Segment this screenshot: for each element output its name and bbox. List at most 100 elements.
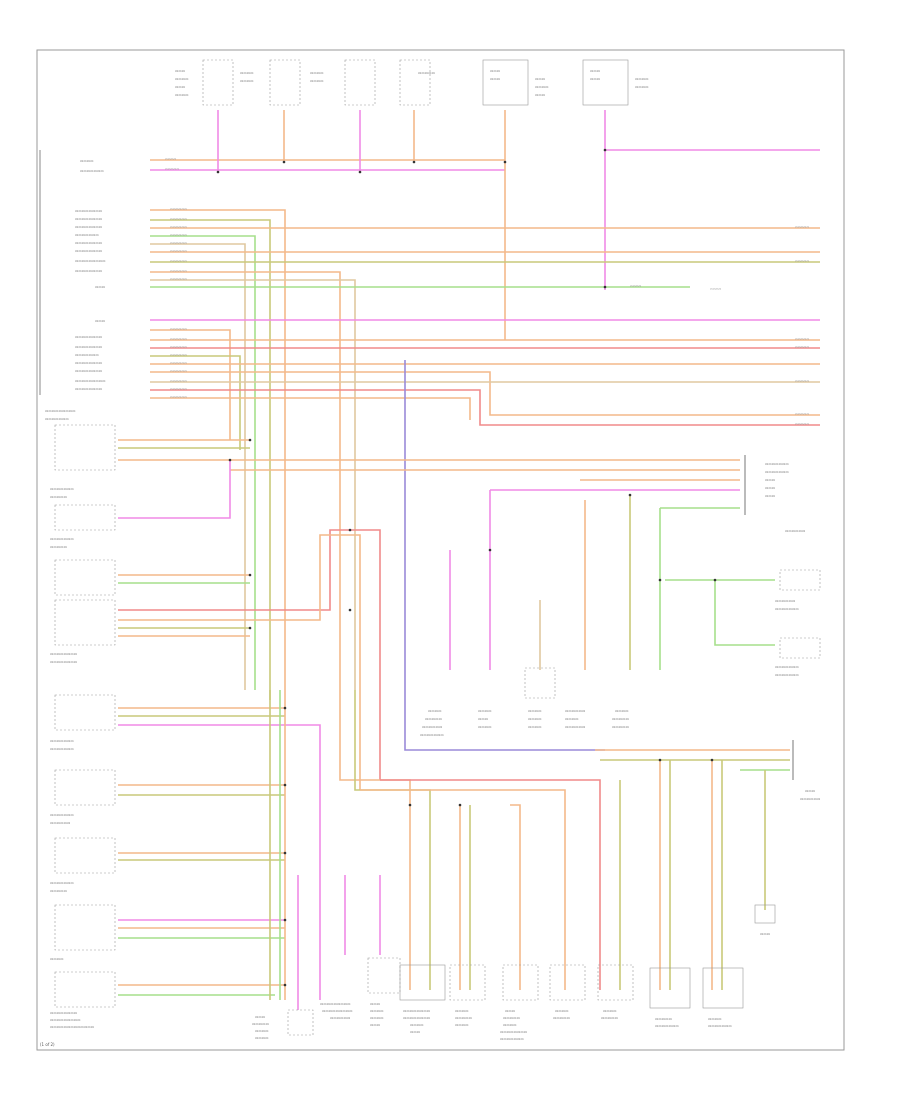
svg-text:▭▭▭▭▭▭▭: ▭▭▭▭▭▭▭ [50,537,74,541]
svg-text:▭▭▭▭: ▭▭▭▭ [630,284,642,288]
svg-text:▭▭▭: ▭▭▭ [95,285,105,289]
svg-text:▭▭▭: ▭▭▭ [765,478,775,482]
svg-text:▭▭▭: ▭▭▭ [505,1009,515,1013]
svg-text:▭▭▭▭▭▭▭▭: ▭▭▭▭▭▭▭▭ [403,1009,430,1013]
svg-text:▭▭▭▭▭▭: ▭▭▭▭▭▭ [170,369,187,373]
top-component-4: ▭▭▭▭▭ [399,59,435,106]
wire-purple-vertical [404,360,605,751]
top-component-3: ▭▭▭▭▭▭▭▭ [310,59,376,106]
svg-text:▭▭▭▭▭: ▭▭▭▭▭ [795,259,809,263]
svg-text:▭▭▭: ▭▭▭ [175,85,185,89]
svg-text:▭▭▭▭▭▭▭▭: ▭▭▭▭▭▭▭▭ [75,225,102,229]
svg-text:▭▭▭▭▭▭: ▭▭▭▭▭▭ [775,599,795,603]
svg-text:▭▭▭: ▭▭▭ [370,1002,380,1006]
wire-lm5-c [118,724,321,1000]
right-lower-connector: ▭▭▭▭▭▭▭▭▭ [792,740,820,801]
svg-text:▭▭▭▭: ▭▭▭▭ [635,85,649,89]
left-modules: ▭▭▭▭▭▭▭▭▭▭▭▭▭▭▭▭ ▭▭▭▭▭▭▭▭▭▭▭▭ ▭▭▭▭▭▭▭▭▭▭… [45,409,116,1029]
splice-nodes [216,148,717,987]
wire-block1-5 [150,243,246,690]
svg-text:▭▭▭: ▭▭▭ [410,1030,420,1034]
svg-text:▭▭▭: ▭▭▭ [760,932,770,936]
svg-text:▭▭▭▭▭: ▭▭▭▭▭ [795,345,809,349]
page-label: (1 of 2) [40,1042,55,1047]
svg-text:▭▭▭▭▭▭▭: ▭▭▭▭▭▭▭ [50,487,74,491]
svg-text:▭▭▭▭: ▭▭▭▭ [165,157,177,161]
svg-text:▭▭▭▭: ▭▭▭▭ [240,71,254,75]
svg-text:▭▭▭▭▭▭: ▭▭▭▭▭▭ [170,259,187,263]
svg-text:▭▭▭▭▭: ▭▭▭▭▭ [425,717,442,721]
svg-text:▭▭▭▭▭▭▭▭: ▭▭▭▭▭▭▭▭ [75,209,102,213]
wire-right-green [659,507,740,670]
svg-text:▭▭▭▭▭: ▭▭▭▭▭ [50,545,67,549]
wire-right-pink [489,489,740,670]
svg-text:▭▭▭▭▭▭▭▭: ▭▭▭▭▭▭▭▭ [75,217,102,221]
svg-text:▭▭▭▭▭▭▭▭▭: ▭▭▭▭▭▭▭▭▭ [75,259,106,263]
svg-text:▭▭▭▭▭▭▭: ▭▭▭▭▭▭▭ [708,1024,732,1028]
right-ground-element: ▭▭▭ [754,904,776,936]
bottom-component-3: ▭▭▭▭▭▭▭ ▭▭▭▭▭▭▭ [367,957,401,1027]
right-modules: ▭▭▭▭▭▭▭ ▭▭▭▭▭▭▭ ▭▭▭ ▭▭▭ ▭▭▭ ▭▭▭▭▭▭ ▭▭▭▭▭… [744,455,821,936]
svg-text:▭▭▭▭: ▭▭▭▭ [503,1023,517,1027]
svg-text:▭▭▭▭▭▭▭: ▭▭▭▭▭▭▭ [50,881,74,885]
svg-text:▭▭▭▭▭▭▭: ▭▭▭▭▭▭▭ [50,747,74,751]
svg-text:▭▭▭▭▭: ▭▭▭▭▭ [795,379,809,383]
svg-text:▭▭▭▭▭▭: ▭▭▭▭▭▭ [422,725,442,729]
svg-text:▭▭▭▭▭▭▭▭▭: ▭▭▭▭▭▭▭▭▭ [320,1002,351,1006]
bottom-component-1: ▭▭▭▭▭▭▭▭ ▭▭▭▭▭▭▭▭ [252,1009,314,1040]
svg-text:▭▭▭▭: ▭▭▭▭ [603,1009,617,1013]
top-component-6: ▭▭▭▭▭▭ ▭▭▭▭▭▭▭▭ [582,59,649,106]
left-module-1: ▭▭▭▭▭▭▭▭▭▭▭▭▭▭▭▭ [45,409,116,471]
wire-mid-7 [510,804,521,990]
svg-text:▭▭▭▭▭▭: ▭▭▭▭▭▭ [170,207,187,211]
svg-text:▭▭▭▭: ▭▭▭▭ [710,287,722,291]
svg-text:▭▭▭▭▭▭▭: ▭▭▭▭▭▭▭ [655,1024,679,1028]
svg-text:▭▭▭▭: ▭▭▭▭ [478,725,492,729]
svg-text:▭▭▭▭▭▭▭▭▭: ▭▭▭▭▭▭▭▭▭ [75,379,106,383]
wire-block2-4 [150,355,241,450]
bottom-component-2: ▭▭▭▭▭▭▭▭▭ ▭▭▭▭▭▭▭▭▭ ▭▭▭▭▭▭ [320,1002,353,1020]
svg-text:▭▭▭▭▭▭: ▭▭▭▭▭▭ [170,337,187,341]
top-component-2: ▭▭▭▭▭▭▭▭ [240,59,301,106]
svg-text:▭▭▭▭▭: ▭▭▭▭▭ [795,412,809,416]
wire-block1-8 [150,271,341,690]
svg-text:▭▭▭▭▭: ▭▭▭▭▭ [795,422,809,426]
svg-text:▭▭▭▭: ▭▭▭▭ [708,1017,722,1021]
wire-lm2-pink [118,460,231,519]
svg-text:▭▭▭▭▭▭: ▭▭▭▭▭▭ [170,395,187,399]
top-components: ▭▭▭▭▭▭▭ ▭▭▭▭▭▭▭ ▭▭▭▭▭▭▭▭ ▭▭▭▭▭▭▭▭ ▭▭▭▭▭ … [175,59,649,106]
svg-text:▭▭▭▭▭▭▭: ▭▭▭▭▭▭▭ [775,673,799,677]
wire-segment-labels: ▭▭▭▭ ▭▭▭▭▭ ▭▭▭▭▭▭ ▭▭▭▭▭▭ ▭▭▭▭▭▭ ▭▭▭▭▭▭ ▭… [165,157,809,426]
svg-text:▭▭▭▭: ▭▭▭▭ [635,77,649,81]
svg-text:▭▭▭▭: ▭▭▭▭ [50,957,64,961]
svg-text:▭▭▭▭▭▭: ▭▭▭▭▭▭ [565,725,585,729]
svg-text:▭▭▭▭▭▭▭: ▭▭▭▭▭▭▭ [420,733,444,737]
top-component-5: ▭▭▭▭▭▭ ▭▭▭▭▭▭▭ ▭▭▭ [482,59,549,106]
svg-text:▭▭▭▭▭▭▭▭: ▭▭▭▭▭▭▭▭ [75,269,102,273]
svg-text:▭▭▭▭▭▭: ▭▭▭▭▭▭ [170,327,187,331]
top-component-1: ▭▭▭▭▭▭▭ ▭▭▭▭▭▭▭ [175,59,234,106]
svg-text:▭▭▭▭▭▭▭: ▭▭▭▭▭▭▭ [50,813,74,817]
svg-text:▭▭▭▭: ▭▭▭▭ [370,1016,384,1020]
svg-text:▭▭▭▭▭▭: ▭▭▭▭▭▭ [170,361,187,365]
svg-text:▭▭▭▭▭▭▭▭: ▭▭▭▭▭▭▭▭ [75,345,102,349]
svg-text:▭▭▭▭▭▭▭▭: ▭▭▭▭▭▭▭▭ [50,1011,77,1015]
svg-text:▭▭▭▭: ▭▭▭▭ [528,725,542,729]
bottom-component-8: ▭▭▭▭▭▭▭▭▭ [597,964,634,1020]
svg-text:▭▭▭▭▭▭▭▭▭: ▭▭▭▭▭▭▭▭▭ [322,1009,353,1013]
svg-text:▭▭▭▭▭▭: ▭▭▭▭▭▭ [170,379,187,383]
svg-text:▭▭▭▭▭▭▭: ▭▭▭▭▭▭▭ [45,417,69,421]
svg-text:▭▭▭▭▭▭▭: ▭▭▭▭▭▭▭ [50,739,74,743]
wire-block2-9 [150,397,471,420]
svg-text:▭▭▭▭: ▭▭▭▭ [175,77,189,81]
svg-text:▭▭▭▭▭▭▭: ▭▭▭▭▭▭▭ [500,1037,524,1041]
svg-text:▭▭▭▭▭: ▭▭▭▭▭ [50,495,67,499]
svg-text:▭▭▭▭▭: ▭▭▭▭▭ [601,1016,618,1020]
svg-text:▭▭▭▭: ▭▭▭▭ [428,709,442,713]
wire-mid-2 [354,690,431,990]
right-airbag-sensor-1: ▭▭▭▭▭▭▭▭▭▭▭▭▭ [775,569,821,611]
svg-text:▭▭▭▭▭: ▭▭▭▭▭ [455,1016,472,1020]
svg-text:▭▭▭▭▭▭▭: ▭▭▭▭▭▭▭ [75,233,99,237]
left-pin-labels: ▭▭▭▭ ▭▭▭▭▭▭▭ ▭▭▭▭▭▭▭▭ ▭▭▭▭▭▭▭▭ ▭▭▭▭▭▭▭▭ … [75,159,106,391]
